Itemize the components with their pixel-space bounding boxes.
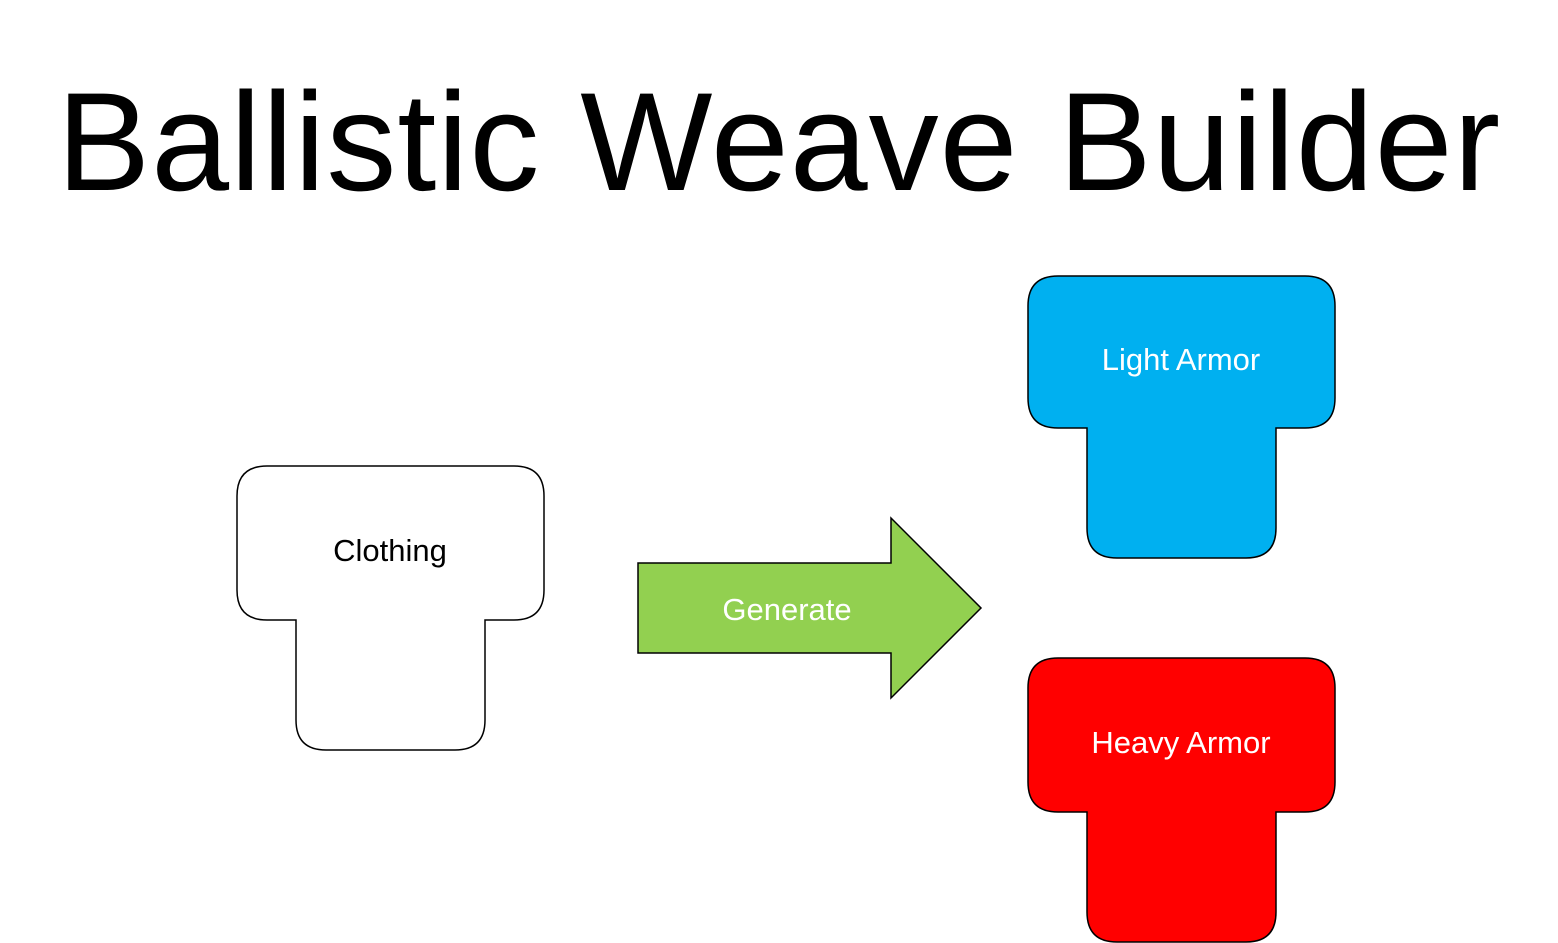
light-armor-label: Light Armor <box>1102 342 1261 377</box>
clothing-shape <box>236 465 545 751</box>
page-title: Ballistic Weave Builder <box>56 63 1502 220</box>
generate-arrow: Generate <box>637 516 983 700</box>
clothing-label: Clothing <box>333 533 447 568</box>
clothing-node: Clothing <box>236 465 545 751</box>
heavy-armor-label: Heavy Armor <box>1091 725 1270 760</box>
heavy-armor-shape <box>1027 657 1336 943</box>
heavy-armor-node: Heavy Armor <box>1027 657 1336 943</box>
generate-arrow-shape <box>637 516 983 700</box>
light-armor-node: Light Armor <box>1027 275 1336 559</box>
light-armor-shape <box>1027 275 1336 559</box>
generate-arrow-label: Generate <box>722 592 851 627</box>
